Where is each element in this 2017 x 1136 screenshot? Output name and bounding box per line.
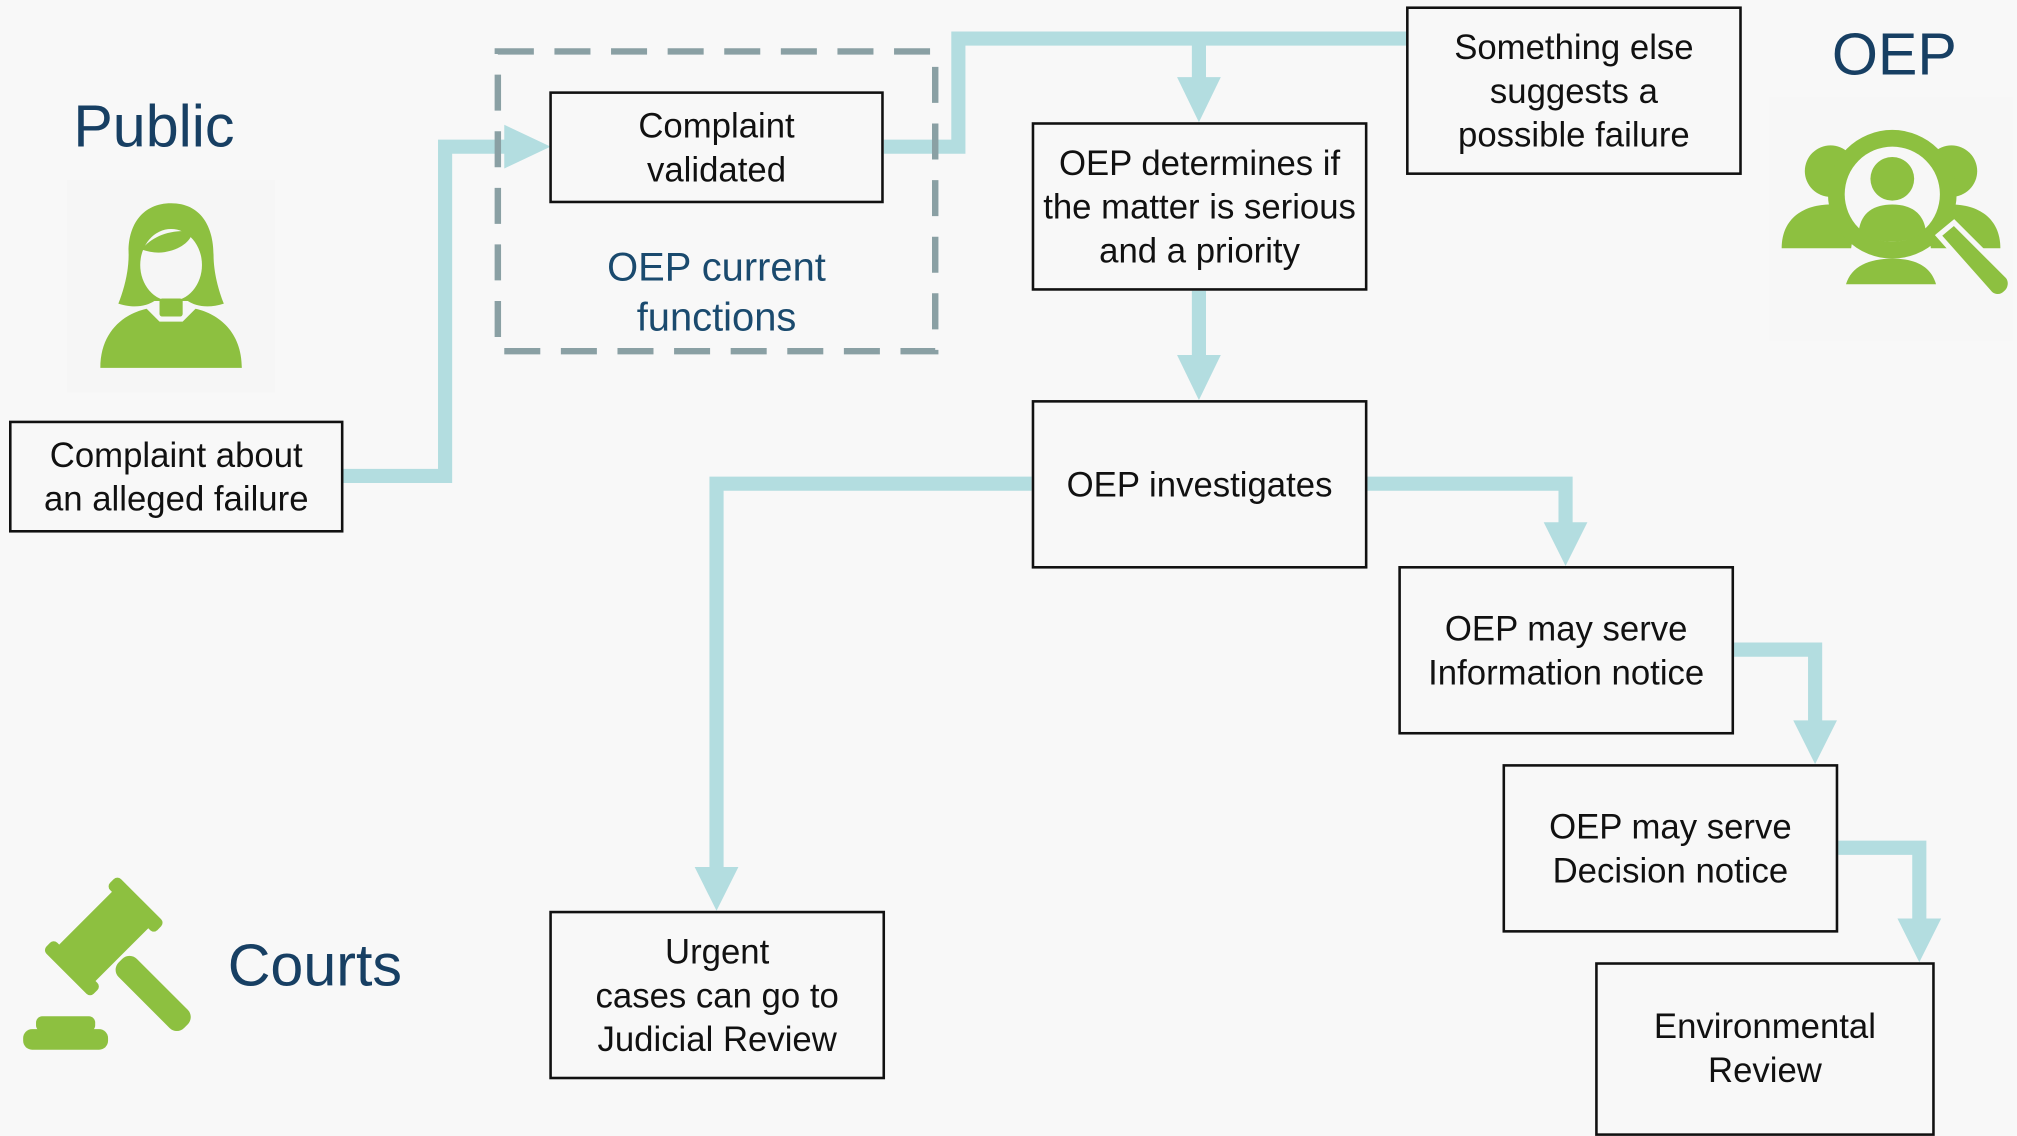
connector-validated-to-determines [883, 31, 1407, 154]
connector-investigates-to-info [1366, 476, 1573, 525]
gavel-icon [15, 859, 208, 1058]
connector-info-to-decision [1732, 642, 1823, 723]
complaint-failure-box: Complaint about an alleged failure [9, 420, 344, 533]
oep-determines-box: OEP determines if the matter is serious … [1031, 122, 1368, 291]
arrowhead-investigates [1177, 355, 1221, 401]
oep-investigates-box: OEP investigates [1031, 400, 1368, 569]
something-else-box: Something else suggests a possible failu… [1406, 6, 1742, 175]
arrowhead-determines [1177, 77, 1221, 123]
information-notice-box: OEP may serve Information notice [1398, 566, 1735, 735]
role-oep-label: OEP [1831, 20, 1957, 88]
arrowhead-env [1897, 918, 1942, 963]
complaint-validated-box: Complaint validated [549, 91, 884, 204]
person-icon [66, 180, 276, 393]
role-public-label: Public [73, 92, 235, 160]
connector-complaint-to-validated [342, 139, 509, 484]
connector-investigates-to-judicial [709, 476, 1032, 870]
arrowhead-judicial [694, 867, 739, 911]
role-courts-label: Courts [227, 931, 402, 999]
judicial-review-box: Urgent cases can go to Judicial Review [549, 910, 886, 1080]
decision-notice-box: OEP may serve Decision notice [1502, 764, 1839, 933]
magnifier-group-icon [1768, 96, 2014, 341]
oep-current-functions-group [494, 48, 939, 355]
arrowhead-decision [1793, 720, 1837, 765]
oep-current-functions-label: OEP current functions [607, 244, 826, 340]
arrowhead-info [1543, 522, 1588, 567]
connector-decision-to-env [1836, 840, 1927, 922]
environmental-review-box: Environmental Review [1595, 962, 1935, 1136]
arrowhead-validated [504, 124, 551, 169]
